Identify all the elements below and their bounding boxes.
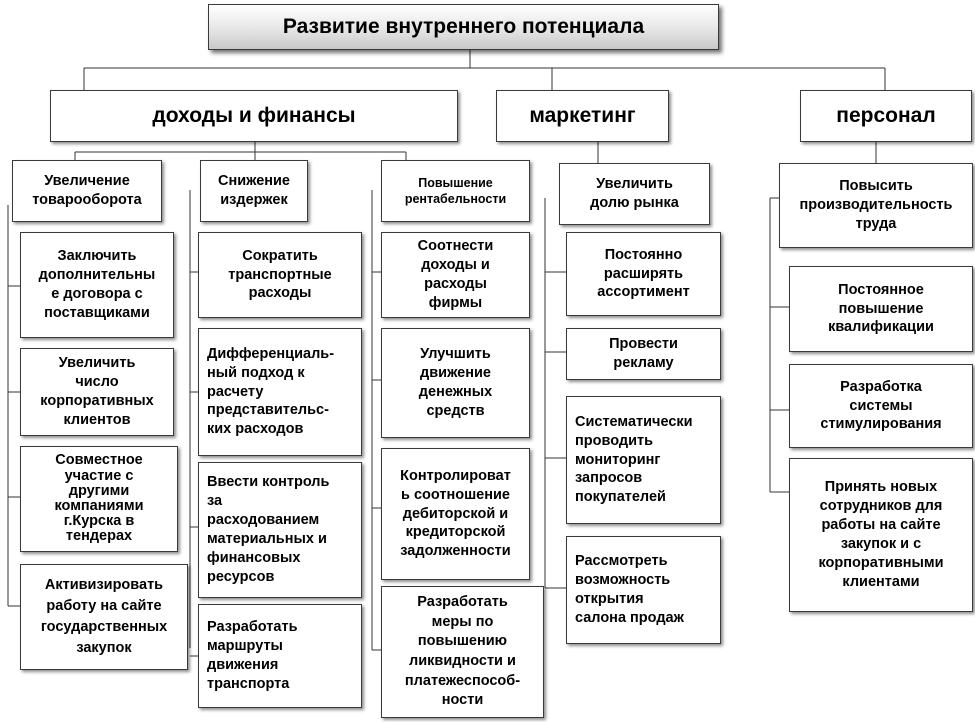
group-profit-label: Повышение рентабельности	[404, 175, 507, 206]
group-market-label: Увеличить долю рынка	[590, 176, 679, 211]
productivity-item: Разработка системы стимулирования	[789, 364, 973, 448]
profit-item: Разработать меры по повышению ликвидност…	[381, 586, 544, 718]
group-market-header: Увеличить долю рынка	[559, 163, 710, 225]
costs-item-text: Дифференциаль- ный подход к расчету пред…	[207, 345, 335, 438]
turnover-item: Активизировать работу на сайте государст…	[20, 564, 188, 670]
turnover-item: Увеличить число корпоративных клиентов	[20, 348, 174, 436]
turnover-item: Совместное участие с другими компаниями …	[20, 446, 178, 552]
profit-item: Соотнести доходы и расходы фирмы	[381, 232, 530, 318]
group-turnover-header: Увеличение товарооборота	[12, 160, 162, 222]
market-item-text: Провести рекламу	[609, 336, 678, 371]
profit-item: Улучшить движение денежных средств	[381, 328, 530, 438]
category-marketing-label: маркетинг	[529, 104, 636, 128]
market-item: Постоянно расширять ассортимент	[566, 232, 721, 316]
profit-item-text: Контролироват ь соотношение дебиторской …	[400, 467, 511, 560]
diagram-title-text: Развитие внутреннего потенциала	[282, 15, 645, 39]
costs-item-text: Ввести контроль за расходованием материа…	[207, 474, 330, 585]
group-productivity-label: Повысить производительность труда	[799, 178, 953, 232]
profit-item-text: Разработать меры по повышению ликвидност…	[404, 594, 521, 709]
group-productivity-header: Повысить производительность труда	[779, 163, 973, 248]
diagram-title: Развитие внутреннего потенциала	[208, 4, 719, 50]
market-item-text: Рассмотреть возможность открытия салона …	[575, 553, 684, 626]
productivity-item-text: Принять новых сотрудников для работы на …	[818, 479, 944, 590]
productivity-item: Принять новых сотрудников для работы на …	[789, 458, 973, 612]
profit-item-text: Улучшить движение денежных средств	[418, 346, 493, 419]
profit-item-text: Соотнести доходы и расходы фирмы	[417, 238, 494, 311]
market-item: Систематически проводить мониторинг запр…	[566, 396, 721, 524]
costs-item: Разработать маршруты движения транспорта	[198, 604, 362, 708]
market-item: Рассмотреть возможность открытия салона …	[566, 536, 721, 644]
category-income: доходы и финансы	[50, 90, 458, 142]
turnover-item-text: Увеличить число корпоративных клиентов	[40, 355, 154, 428]
profit-item: Контролироват ь соотношение дебиторской …	[381, 448, 530, 580]
category-staff-label: персонал	[836, 104, 936, 128]
category-income-label: доходы и финансы	[152, 104, 356, 128]
costs-item: Сократить транспортные расходы	[198, 232, 362, 318]
turnover-item-text: Совместное участие с другими компаниями …	[54, 452, 144, 545]
group-profit-header: Повышение рентабельности	[381, 160, 530, 222]
costs-item: Дифференциаль- ный подход к расчету пред…	[198, 328, 362, 456]
category-staff: персонал	[800, 90, 972, 142]
group-costs-label: Снижение издержек	[217, 173, 291, 208]
costs-item: Ввести контроль за расходованием материа…	[198, 462, 362, 598]
group-turnover-label: Увеличение товарооборота	[32, 173, 142, 208]
costs-item-text: Разработать маршруты движения транспорта	[207, 619, 298, 692]
market-item-text: Постоянно расширять ассортимент	[597, 246, 690, 301]
turnover-item-text: Активизировать работу на сайте государст…	[40, 576, 168, 657]
group-costs-header: Снижение издержек	[200, 160, 308, 222]
productivity-item-text: Постоянное повышение квалификации	[828, 281, 934, 336]
turnover-item-text: Заключить дополнительны е договора с пос…	[38, 248, 156, 321]
turnover-item: Заключить дополнительны е договора с пос…	[20, 232, 174, 338]
costs-item-text: Сократить транспортные расходы	[228, 247, 332, 302]
productivity-item-text: Разработка системы стимулирования	[820, 378, 942, 433]
category-marketing: маркетинг	[496, 90, 669, 142]
market-item-text: Систематически проводить мониторинг запр…	[575, 413, 693, 506]
market-item: Провести рекламу	[566, 328, 721, 380]
productivity-item: Постоянное повышение квалификации	[789, 266, 973, 352]
